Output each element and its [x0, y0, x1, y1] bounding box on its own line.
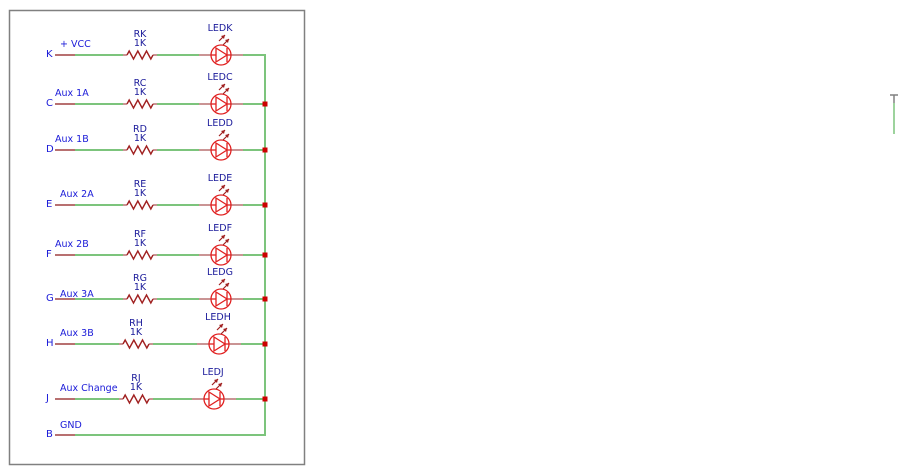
resistor-value[interactable]: 1K	[133, 282, 147, 293]
led-ref[interactable]: LEDD	[207, 118, 233, 129]
led-ref[interactable]: LEDG	[207, 267, 233, 278]
junction-dot	[262, 252, 268, 258]
net-label[interactable]: Aux 2A	[60, 189, 94, 200]
led-emission-arrows-icon	[218, 234, 230, 246]
resistor-value[interactable]: 1K	[133, 38, 147, 49]
resistor-ref[interactable]: RD	[133, 124, 147, 135]
resistor-value[interactable]: 1K	[133, 188, 147, 199]
junction-dot	[262, 341, 268, 347]
led-ref[interactable]: LEDH	[205, 312, 231, 323]
led-symbol[interactable]	[199, 129, 243, 161]
net-label-gnd[interactable]: GND	[60, 420, 82, 431]
resistor-value[interactable]: 1K	[129, 327, 143, 338]
led-ref[interactable]: LEDC	[207, 72, 233, 83]
led-ref[interactable]: LEDE	[207, 173, 233, 184]
resistor-ref[interactable]: RH	[129, 318, 143, 329]
resistor-value[interactable]: 1K	[133, 87, 147, 98]
components	[119, 34, 268, 410]
resistor-ref[interactable]: RK	[133, 29, 147, 40]
led-emission-arrows-icon	[218, 34, 230, 46]
pin-label-c[interactable]: C	[46, 98, 53, 109]
wires	[55, 54, 266, 436]
pin-label-g[interactable]: G	[46, 293, 54, 304]
resistor-symbol[interactable]	[123, 49, 157, 61]
pin-label-d[interactable]: D	[46, 144, 54, 155]
resistor-ref[interactable]: RF	[133, 229, 147, 240]
resistor-ref[interactable]: RC	[133, 78, 147, 89]
junction-dot	[262, 147, 268, 153]
pin-label-j[interactable]: J	[46, 393, 49, 404]
resistor-value[interactable]: 1K	[129, 382, 143, 393]
led-emission-arrows-icon	[211, 378, 223, 390]
resistor-ref[interactable]: RG	[133, 273, 147, 284]
junction-dot	[262, 396, 268, 402]
pin-label-f[interactable]: F	[46, 249, 52, 260]
led-symbol[interactable]	[199, 234, 243, 266]
sheet-frame	[8, 9, 306, 466]
led-ref[interactable]: LEDJ	[202, 367, 224, 378]
off-sheet-marker[interactable]	[890, 94, 898, 134]
net-label[interactable]: Aux 3A	[60, 289, 94, 300]
net-label[interactable]: Aux 1A	[55, 88, 89, 99]
resistor-value[interactable]: 1K	[133, 133, 147, 144]
led-symbol[interactable]	[199, 184, 243, 216]
led-symbol[interactable]	[192, 378, 236, 410]
resistor-ref[interactable]: RJ	[131, 373, 141, 384]
resistor-symbol[interactable]	[123, 293, 157, 305]
resistor-value[interactable]: 1K	[133, 238, 147, 249]
resistor-symbol[interactable]	[123, 249, 157, 261]
net-label[interactable]: Aux 3B	[60, 328, 94, 339]
junction-dot	[262, 202, 268, 208]
pin-label-b[interactable]: B	[46, 429, 53, 440]
net-label[interactable]: Aux 1B	[55, 134, 89, 145]
led-symbol[interactable]	[199, 83, 243, 115]
resistor-symbol[interactable]	[123, 199, 157, 211]
pin-label-h[interactable]: H	[46, 338, 54, 349]
net-label[interactable]: + VCC	[60, 39, 91, 50]
resistor-symbol[interactable]	[123, 98, 157, 110]
net-label[interactable]: Aux Change	[60, 383, 118, 394]
led-symbol[interactable]	[199, 278, 243, 310]
resistor-symbol[interactable]	[119, 393, 153, 405]
led-ref[interactable]: LEDF	[207, 223, 233, 234]
led-emission-arrows-icon	[218, 184, 230, 196]
led-emission-arrows-icon	[218, 129, 230, 141]
led-emission-arrows-icon	[218, 83, 230, 95]
junction-dot	[262, 296, 268, 302]
led-emission-arrows-icon	[218, 278, 230, 290]
pin-label-k[interactable]: K	[46, 49, 53, 60]
led-symbol[interactable]	[199, 34, 243, 66]
led-emission-arrows-icon	[216, 323, 228, 335]
resistor-symbol[interactable]	[119, 338, 153, 350]
net-label[interactable]: Aux 2B	[55, 239, 89, 250]
resistor-symbol[interactable]	[123, 144, 157, 156]
pin-label-e[interactable]: E	[46, 199, 53, 210]
led-symbol[interactable]	[197, 323, 241, 355]
led-ref[interactable]: LEDK	[207, 23, 233, 34]
resistor-ref[interactable]: RE	[133, 179, 147, 190]
junction-dot	[262, 101, 268, 107]
